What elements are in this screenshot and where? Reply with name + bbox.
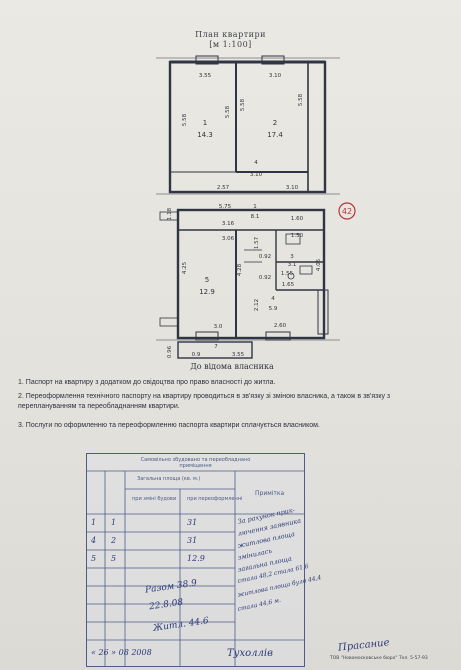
row-room: 2 [111, 536, 117, 545]
stamp-grid [87, 470, 304, 666]
stamp-table: Самовільно збудовано та переобладнано пр… [86, 453, 322, 667]
dim-label: 5.58 [298, 93, 304, 106]
row-number: 5 [91, 554, 97, 563]
dim-label: 3.10 [269, 73, 282, 79]
room-number: 7 [214, 344, 218, 350]
dim-label: 2.12 [254, 299, 260, 311]
dim-label: 0.92 [259, 275, 271, 281]
dim-label: 0.9 [192, 352, 201, 358]
room-area: 5.9 [269, 306, 278, 312]
plan-circle-tag: 42 [342, 207, 352, 216]
stamp-col-note: Примітка [255, 490, 285, 497]
floor-plan: 42 3.55 3.10 5.58 5.58 5.58 5.58 1 14.3 … [156, 55, 356, 371]
room-number: 3 [290, 254, 294, 260]
right-signature: Прасание [337, 637, 391, 654]
dim-label: 1.50 [291, 233, 304, 239]
dim-label: 1.55 [281, 271, 294, 277]
note-2: 2. Переоформлення технічного паспорту на… [18, 393, 391, 410]
room-number: 5 [205, 276, 209, 284]
plan-title: План квартири [195, 30, 266, 39]
dim-label: 3.0 [214, 324, 223, 330]
plan-scale: [м 1:100] [209, 40, 252, 49]
room-number: 1 [203, 119, 207, 127]
dim-label: 3.55 [232, 352, 245, 358]
dim-label: 1.60 [291, 216, 304, 222]
room-area: 14.3 [197, 131, 213, 139]
dim-label: 4.05 [316, 258, 322, 271]
dim-label: 5.58 [182, 113, 188, 126]
dim-label: 5.75 [219, 204, 232, 210]
stamp-col-area: Загальна площа (кв. м.) [137, 476, 201, 482]
dim-label: 4.25 [182, 261, 188, 274]
room-number: 2 [273, 119, 277, 127]
dim-label: 3.55 [199, 73, 212, 79]
dim-label: 3.10 [286, 185, 299, 191]
dim-label: 4.28 [237, 263, 243, 276]
org-label: ТОВ "Новомосковське бюро" Тел. 5-57-93 [330, 656, 428, 661]
room-area: 3.1 [288, 262, 297, 268]
stamp-header: Самовільно збудовано та переобладнано пр… [140, 457, 251, 469]
dim-label: 5.58 [240, 98, 246, 111]
room-number: 4 [254, 160, 258, 166]
row-number: 4 [91, 536, 97, 545]
dim-label: 0.92 [259, 254, 271, 260]
room-area: 8.1 [251, 214, 260, 220]
dim-label: 3.16 [222, 221, 235, 227]
row-room: 5 [111, 554, 117, 563]
row-area: 12.9 [187, 554, 205, 563]
dim-label: 3.10 [250, 172, 263, 178]
room-area: 12.9 [199, 288, 215, 296]
row-area: 31 [187, 536, 198, 545]
stamp-col-before: при зміні будови [132, 496, 177, 502]
row-area: 31 [187, 518, 198, 527]
dim-label: 1.18 [167, 207, 173, 220]
dim-label: 2.57 [217, 185, 230, 191]
room-number: 4 [271, 296, 275, 302]
note-3: 3. Послуги по оформленню та переоформлен… [18, 422, 320, 429]
dim-label: 2.60 [274, 323, 287, 329]
dim-label: 1.57 [254, 236, 260, 249]
dim-label: 0.96 [167, 345, 173, 358]
plan-footer: До відома власника [190, 362, 274, 371]
dim-label: 1.65 [282, 282, 295, 288]
note-1: 1. Паспорт на квартиру з додатком до сві… [18, 379, 276, 386]
stamp-date: « 26 » 08 2008 [91, 648, 152, 657]
room-number: 1 [253, 204, 257, 210]
stamp-signature: Тухоллів [227, 648, 273, 659]
dim-label: 5.58 [225, 105, 231, 118]
row-number: 1 [91, 518, 97, 527]
row-room: 1 [111, 518, 117, 527]
dim-label: 3.06 [222, 236, 235, 242]
room-area: 17.4 [267, 131, 283, 139]
stamp-col-after: при переоформленні [187, 496, 243, 502]
